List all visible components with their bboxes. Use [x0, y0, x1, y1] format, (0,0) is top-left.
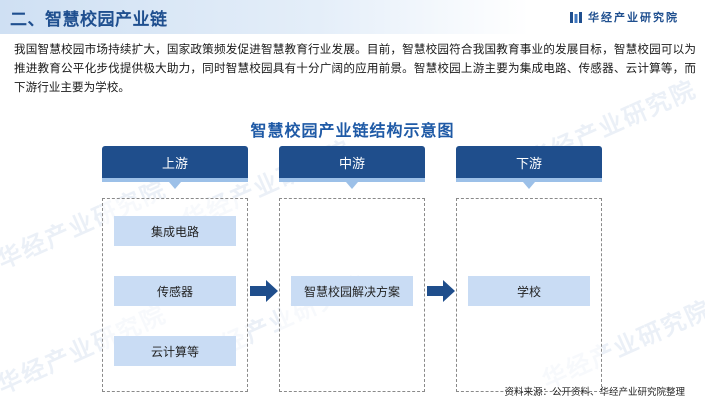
page-title: 二、智慧校园产业链 [10, 10, 168, 30]
chain-item: 集成电路 [114, 216, 236, 246]
arrow-right-icon [427, 280, 455, 302]
brand: 华经产业研究院 [569, 9, 679, 25]
intro-paragraph: 我国智慧校园市场持续扩大，国家政策频发促进智慧教育行业发展。目前，智慧校园符合我… [14, 42, 696, 94]
pointer-down-icon [169, 182, 181, 189]
header-bar: 二、智慧校园产业链 华经产业研究院 [0, 0, 705, 34]
stage-box-upstream: 集成电路 传感器 云计算等 [102, 198, 248, 392]
pointer-down-icon [523, 182, 535, 189]
stage-box-downstream: 学校 [456, 198, 602, 392]
stage-box-midstream: 智慧校园解决方案 [279, 198, 425, 392]
stage-header-midstream: 中游 [279, 146, 425, 189]
chain-item: 学校 [468, 276, 590, 306]
chain-item: 智慧校园解决方案 [291, 276, 413, 306]
arrow-right-icon [250, 280, 278, 302]
stage-label: 上游 [161, 156, 188, 172]
bars-logo-icon [569, 10, 583, 24]
stage-label: 下游 [515, 156, 542, 172]
chain-item: 云计算等 [114, 336, 236, 366]
stage-header-downstream: 下游 [456, 146, 602, 189]
stage-header-upstream: 上游 [102, 146, 248, 189]
source-note: 资料来源：公开资料、华经产业研究院整理 [504, 387, 685, 398]
pointer-down-icon [346, 182, 358, 189]
brand-name: 华经产业研究院 [588, 11, 679, 24]
chain-item: 传感器 [114, 276, 236, 306]
diagram-title: 智慧校园产业链结构示意图 [250, 121, 455, 140]
stage-label: 中游 [338, 156, 365, 172]
